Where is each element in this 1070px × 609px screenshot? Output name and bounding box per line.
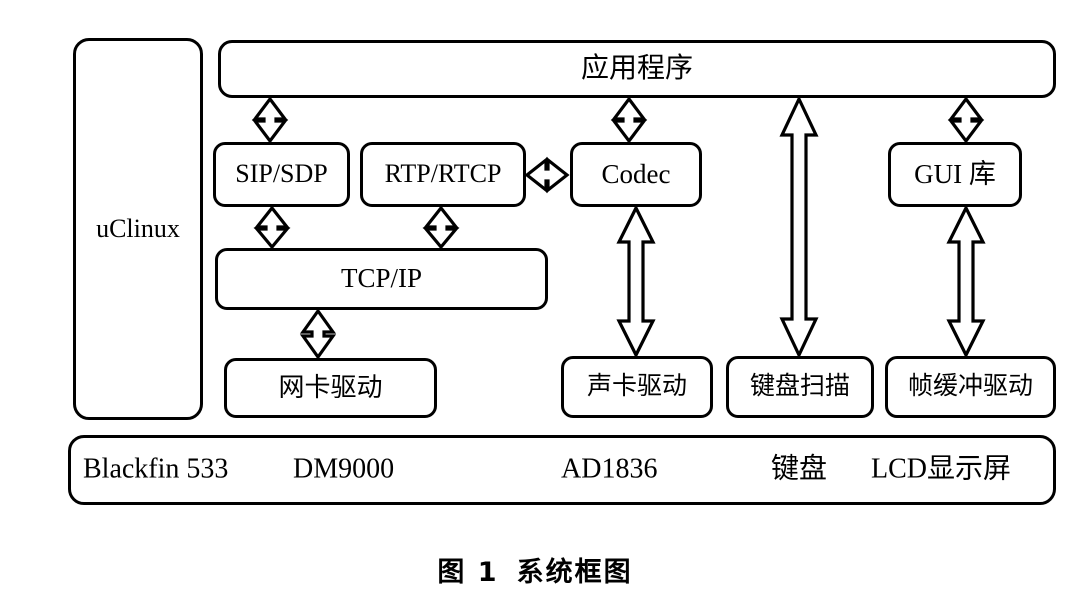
arrow-app-to-codec — [610, 96, 648, 144]
block-framebuffer-driver[interactable]: 帧缓冲驱动 — [885, 356, 1056, 418]
block-keyboard-scan-label: 键盘扫描 — [749, 373, 850, 401]
hardware-item-keypad: 键盘 — [771, 453, 828, 485]
arrow-rtprtcp-to-codec — [524, 156, 570, 194]
block-uclinux-label: uClinux — [96, 213, 180, 243]
block-gui-library[interactable]: GUI 库 — [888, 142, 1022, 207]
block-application-label: 应用程序 — [580, 52, 693, 84]
block-tcp-ip-label: TCP/IP — [340, 263, 423, 294]
arrow-tcpip-to-netdrv — [299, 308, 337, 360]
block-hardware-layer[interactable]: Blackfin 533 DM9000 AD1836 键盘 LCD显示屏 — [68, 435, 1056, 505]
block-network-card-driver-label: 网卡驱动 — [278, 372, 383, 402]
block-network-card-driver[interactable]: 网卡驱动 — [224, 358, 437, 418]
arrow-gui-to-framebufdrv — [946, 204, 986, 359]
figure-caption: 图 1 系统框图 — [0, 550, 1070, 589]
arrow-codec-to-sounddrv — [616, 204, 656, 359]
block-sip-sdp-label: SIP/SDP — [235, 159, 328, 189]
arrow-rtprtcp-to-tcpip — [422, 205, 460, 250]
block-codec-label: Codec — [601, 158, 671, 189]
arrow-app-to-sipsdp — [251, 96, 289, 144]
block-rtp-rtcp[interactable]: RTP/RTCP — [360, 142, 526, 207]
block-sound-card-driver[interactable]: 声卡驱动 — [561, 356, 713, 418]
block-rtp-rtcp-label: RTP/RTCP — [384, 159, 502, 189]
hardware-item-audio-codec: AD1836 — [561, 453, 658, 485]
hardware-item-lcd-display: LCD显示屏 — [871, 453, 1012, 485]
block-uclinux[interactable]: uClinux — [73, 38, 203, 420]
arrow-sipsdp-to-tcpip — [253, 205, 291, 250]
figure-caption-label: 图 1 — [437, 557, 499, 588]
hardware-item-ethernet-mac: DM9000 — [293, 453, 395, 485]
arrow-app-to-keyscan — [779, 95, 819, 359]
block-codec[interactable]: Codec — [570, 142, 702, 207]
arrow-app-to-gui — [947, 96, 985, 144]
hardware-label-row: Blackfin 533 DM9000 AD1836 键盘 LCD显示屏 — [71, 438, 1053, 502]
hardware-item-cpu: Blackfin 533 — [83, 453, 229, 485]
block-sound-card-driver-label: 声卡驱动 — [586, 373, 687, 401]
figure-caption-title: 系统框图 — [516, 557, 633, 588]
block-application[interactable]: 应用程序 — [218, 40, 1056, 98]
block-framebuffer-driver-label: 帧缓冲驱动 — [907, 373, 1033, 401]
block-tcp-ip[interactable]: TCP/IP — [215, 248, 548, 310]
block-sip-sdp[interactable]: SIP/SDP — [213, 142, 350, 207]
block-keyboard-scan[interactable]: 键盘扫描 — [726, 356, 874, 418]
block-gui-library-label: GUI 库 — [914, 158, 996, 189]
